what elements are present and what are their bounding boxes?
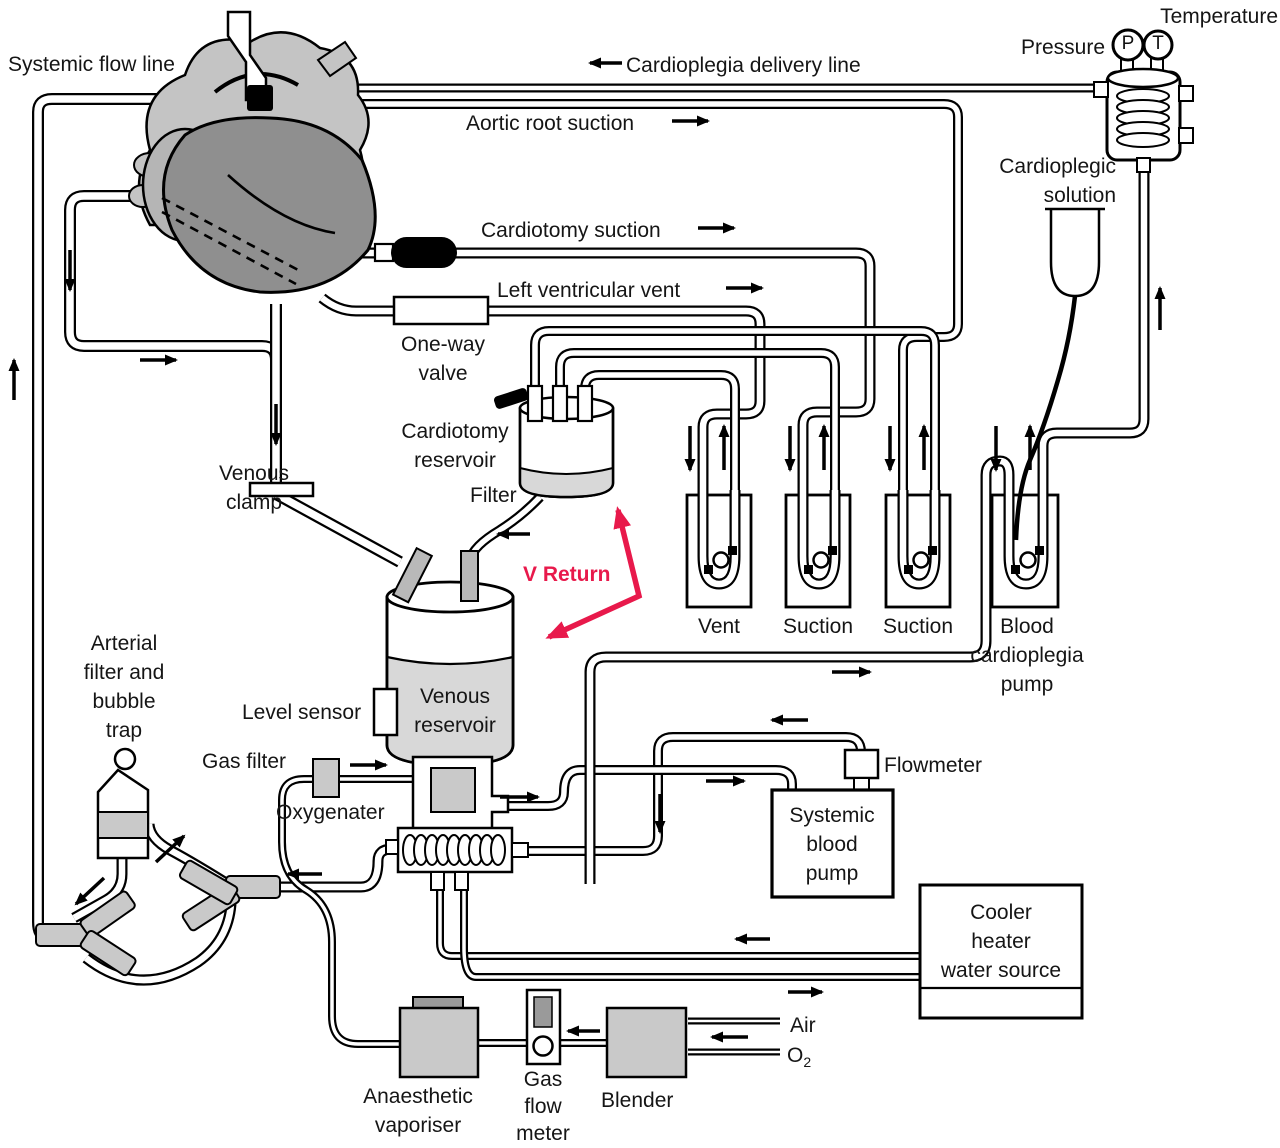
cooler-heater-box xyxy=(918,883,1084,1020)
gas-filter-shape xyxy=(312,758,340,798)
label-systemic-blood-pump: Systemic blood pump xyxy=(789,804,875,885)
label-oxygenater: Oxygenater xyxy=(276,801,385,824)
flow-arrows xyxy=(8,57,1166,1043)
label-one-way-valve: One-way valve xyxy=(400,333,486,385)
label-gas-flow-meter: Gas flow meter xyxy=(516,1068,570,1145)
label-gas-filter: Gas filter xyxy=(202,750,287,773)
gauge-t-letter: T xyxy=(1152,33,1164,54)
label-anaesthetic-vaporiser: Anaesthetic vaporiser xyxy=(363,1085,473,1137)
cardiotomy-reservoir-shape xyxy=(494,384,615,499)
heart-illustration xyxy=(128,10,377,294)
blood-heat-exchanger-shape xyxy=(385,826,529,891)
pump-suction-1-shape xyxy=(784,490,852,609)
label-filter: Filter xyxy=(470,484,517,507)
label-arterial-filter: Arterial filter and bubble trap xyxy=(83,632,165,742)
pump-vent-shape xyxy=(685,490,753,609)
anaesthetic-vaporiser-box xyxy=(398,996,480,1079)
label-left-ventricular-vent: Left ventricular vent xyxy=(497,279,681,302)
label-flowmeter: Flowmeter xyxy=(884,754,983,777)
blender-box xyxy=(605,1006,688,1079)
gauge-p-letter: P xyxy=(1121,33,1135,54)
label-pump-blood-cardioplegia: Blood cardioplegia pump xyxy=(970,615,1084,696)
sucker-connector xyxy=(373,242,395,263)
temperature-gauge-icon xyxy=(1142,29,1174,61)
y-connector-left xyxy=(35,890,137,977)
pump-suction-2-shape xyxy=(884,490,952,609)
label-cardioplegic-solution: Cardioplegic solution xyxy=(999,155,1116,207)
label-venous-reservoir: Venous reservoir xyxy=(414,685,496,737)
label-temperature: Temperature xyxy=(1160,5,1278,28)
label-air: Air xyxy=(790,1014,816,1037)
tubing-network xyxy=(32,83,1150,1056)
label-pressure: Pressure xyxy=(1020,36,1105,59)
flowmeter-shape xyxy=(843,748,880,780)
cardioplegia-heat-exchanger xyxy=(1093,28,1194,173)
label-blender: Blender xyxy=(601,1089,674,1112)
solution-drip-line xyxy=(1013,295,1078,541)
label-pump-suction-1: Suction xyxy=(782,615,854,638)
label-cardiotomy-suction: Cardiotomy suction xyxy=(481,219,661,242)
label-cardiotomy-reservoir: Cardiotomy reservoir xyxy=(401,420,509,472)
one-way-valve-shape xyxy=(392,295,490,326)
cardiotomy-sucker-capsule xyxy=(391,237,457,268)
label-pump-vent: Vent xyxy=(697,615,741,638)
aortic-root-fitting xyxy=(247,85,273,111)
pump-blood-cardioplegia-shape xyxy=(990,490,1060,609)
label-o2: O2 xyxy=(787,1044,812,1070)
venous-clamp-shape[interactable] xyxy=(248,481,315,498)
cardioplegic-solution-bag xyxy=(1045,207,1105,298)
label-systemic-flow-line: Systemic flow line xyxy=(8,53,175,76)
label-cooler-heater: Cooler heater water source xyxy=(940,901,1062,982)
label-venous-clamp: Venous clamp xyxy=(218,462,290,514)
y-connector-right xyxy=(178,859,281,932)
label-aortic-root-suction: Aortic root suction xyxy=(466,112,635,135)
arterial-filter-shape xyxy=(96,747,150,860)
level-sensor-shape xyxy=(372,687,399,737)
systemic-blood-pump-box xyxy=(770,788,895,899)
label-cardioplegia-delivery-line: Cardioplegia delivery line xyxy=(626,54,861,77)
v-return-arrow xyxy=(545,506,643,640)
label-level-sensor: Level sensor xyxy=(242,701,362,724)
label-pump-suction-2: Suction xyxy=(882,615,954,638)
gas-flow-meter-shape xyxy=(525,988,562,1066)
oxygenator-shape xyxy=(411,755,510,832)
venous-reservoir-shape xyxy=(372,546,515,767)
label-v-return: V Return xyxy=(523,563,611,586)
